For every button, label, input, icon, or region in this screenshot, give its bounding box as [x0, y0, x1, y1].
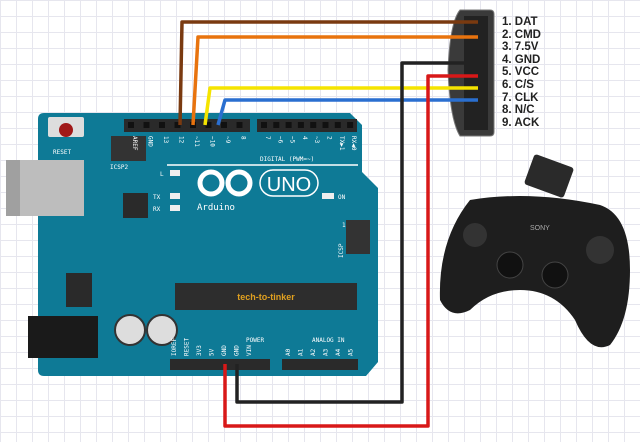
pin-label: 5V — [209, 348, 216, 356]
pin-label: ~5 — [289, 136, 296, 144]
pin-label: ~6 — [276, 136, 283, 144]
pin-label: ~3 — [313, 136, 320, 144]
svg-text:ICSP2: ICSP2 — [110, 164, 128, 171]
header-pin — [261, 122, 267, 128]
connector-pin-label: 7. CLK — [502, 91, 539, 104]
svg-text:ON: ON — [338, 194, 346, 201]
pin-label: GND — [147, 136, 154, 147]
icsp2-header — [111, 136, 146, 161]
pin-label: GND — [221, 345, 228, 356]
pin-label: A0 — [285, 348, 292, 356]
connector-pin-label: 9. ACK — [502, 116, 540, 129]
icsp-header — [346, 220, 370, 254]
header-pin — [174, 122, 181, 128]
svg-text:1: 1 — [342, 222, 346, 229]
header-pin — [221, 122, 227, 128]
svg-text:DIGITAL (PWM=~): DIGITAL (PWM=~) — [260, 156, 314, 163]
wire-cmd — [191, 35, 478, 126]
connector-pin-label: 4. GND — [502, 53, 541, 66]
pin-label: A3 — [323, 348, 330, 356]
connector-pin-label: 8. N/C — [502, 104, 535, 117]
header-pin — [236, 122, 243, 128]
pin-label: 4 — [301, 136, 308, 140]
header-pin — [285, 122, 292, 128]
arduino-logo — [197, 169, 253, 197]
connector-pin-label: 5. VCC — [502, 66, 540, 79]
svg-text:SONY: SONY — [530, 225, 550, 232]
ps2-connector — [447, 9, 495, 137]
pin-label: ~10 — [209, 136, 216, 147]
analog-header — [282, 359, 358, 370]
pin-label: ~9 — [224, 136, 231, 144]
wire-gnd — [235, 61, 478, 404]
capacitor — [146, 314, 178, 346]
capacitor — [114, 314, 146, 346]
header-pin — [310, 122, 317, 128]
pin-label: 13 — [162, 136, 169, 144]
connector-pin-label: 3. 7.5V — [502, 41, 539, 54]
pin-label: 7 — [264, 136, 271, 140]
pin-label: TX▶1 — [338, 136, 345, 151]
svg-text:POWER: POWER — [246, 337, 264, 344]
header-pin — [334, 122, 341, 128]
pin-label: 12 — [178, 136, 185, 144]
svg-text:UNO: UNO — [267, 174, 311, 196]
connector-pin-label: 1. DAT — [502, 16, 538, 28]
pin-label: IOREF — [171, 338, 178, 356]
pin-label: VIN — [246, 345, 253, 356]
pin-label: A1 — [298, 348, 305, 356]
svg-text:RX: RX — [153, 206, 161, 213]
memory-card — [524, 154, 574, 198]
power-header — [170, 359, 270, 370]
wire-cs — [203, 86, 478, 126]
pin-label: RX◀0 — [350, 136, 357, 151]
power-jack — [28, 316, 98, 358]
pin-label: A5 — [348, 348, 355, 356]
header-pin — [128, 122, 134, 128]
ps2-controller: SONY — [439, 154, 630, 348]
header-pin — [347, 122, 354, 128]
header-pin — [143, 122, 150, 128]
pin-label: 2 — [326, 136, 333, 140]
pin-label: 3V3 — [196, 345, 203, 356]
pin-label: AREF — [131, 136, 138, 151]
connector-pin-label: 6. C/S — [502, 78, 534, 91]
header-pin — [159, 122, 165, 128]
digital-header — [124, 119, 250, 132]
pin-label: A4 — [335, 348, 342, 356]
icsp-label: ICSP — [338, 243, 345, 258]
header-pin — [297, 122, 304, 128]
pin-label: A2 — [310, 348, 317, 356]
voltage-regulator — [66, 273, 92, 307]
pin-label: 8 — [240, 136, 247, 140]
svg-text:L: L — [160, 171, 164, 178]
svg-text:tech-to-tinker: tech-to-tinker — [237, 292, 295, 302]
header-pin — [273, 122, 280, 128]
pin-label: ~11 — [193, 136, 200, 147]
wire-vcc — [223, 74, 478, 428]
header-pin — [322, 122, 329, 128]
svg-text:Arduino: Arduino — [197, 203, 235, 213]
wire-dat — [178, 20, 478, 126]
svg-text:ANALOG IN: ANALOG IN — [312, 337, 345, 344]
pin-label: GND — [234, 345, 241, 356]
connector-pin-label: 2. CMD — [502, 28, 541, 41]
header-pin — [205, 122, 212, 128]
svg-text:RESET: RESET — [53, 149, 71, 156]
chip — [175, 283, 357, 310]
pin-label: RESET — [184, 338, 191, 356]
svg-text:TX: TX — [153, 194, 161, 201]
wire-clk — [216, 98, 478, 126]
